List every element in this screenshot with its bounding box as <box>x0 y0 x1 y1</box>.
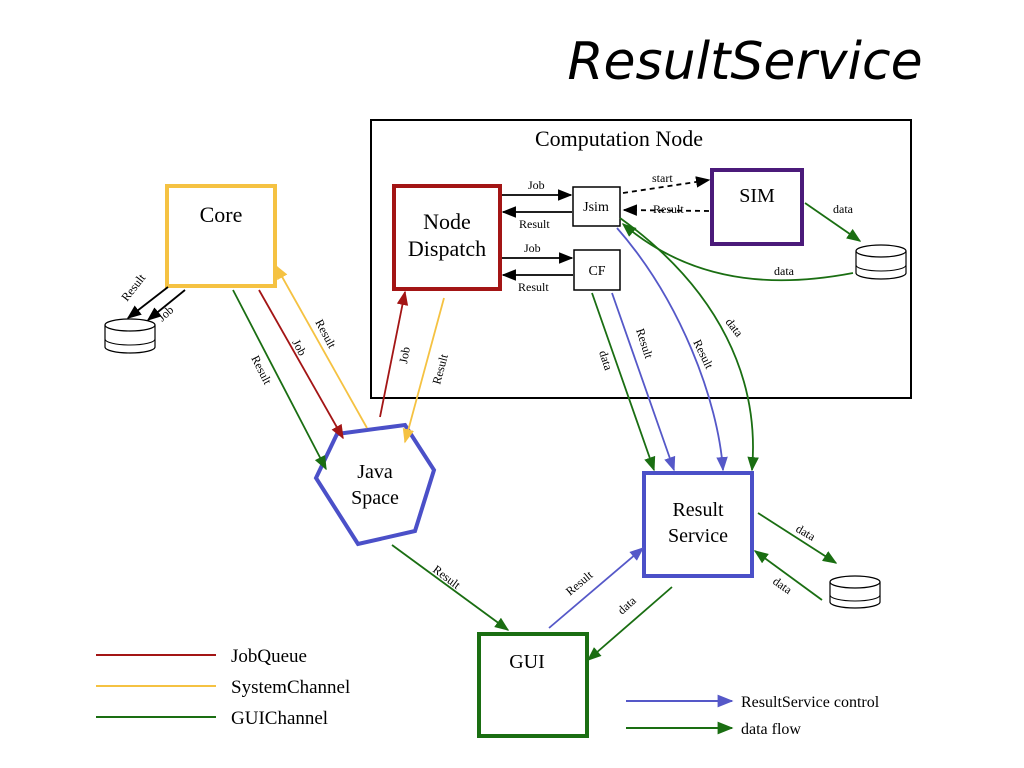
computation-node-box <box>370 119 912 399</box>
result-label: Result <box>312 317 339 351</box>
result-label: Result <box>429 352 451 386</box>
legend-systemchannel-label: SystemChannel <box>231 677 350 698</box>
gui-label: GUI <box>509 651 545 673</box>
job-label: Job <box>524 241 541 255</box>
job-label: Job <box>528 178 545 192</box>
node-dispatch-box <box>392 184 502 291</box>
data-label: data <box>794 521 819 543</box>
core-job-to-db-arrow <box>146 289 186 321</box>
cf-data-to-resultservice-arrow <box>591 292 656 472</box>
core-job-to-javaspace-arrow <box>258 289 344 440</box>
jsim-box <box>572 186 621 227</box>
core-result-to-db-arrow <box>126 286 169 319</box>
data-label: data <box>615 593 640 617</box>
java-space-label-2: Space <box>351 487 399 509</box>
result-service-box <box>642 471 754 578</box>
start-label: start <box>652 171 673 185</box>
node-dispatch-label-1: Node <box>423 209 471 234</box>
db-data-to-jsim-arrow <box>621 223 854 282</box>
data-label: data <box>596 349 616 373</box>
result-label: Result <box>118 271 148 304</box>
result-label: Result <box>563 567 596 598</box>
core-box <box>165 184 277 288</box>
job-label: Job <box>155 303 177 325</box>
node-dispatch-label-2: Dispatch <box>408 236 486 261</box>
java-space-hexagon <box>313 422 437 547</box>
database-icon <box>829 575 881 609</box>
legend-dataflow-label: data flow <box>741 721 801 738</box>
legend-resultservice-control-label: ResultService control <box>741 694 880 711</box>
resultservice-data-to-db-arrow <box>757 512 838 564</box>
cf-box <box>573 249 621 291</box>
result-service-label-1: Result <box>672 499 724 521</box>
gui-result-to-resultservice-arrow <box>548 547 645 629</box>
jsim-start-sim-arrow <box>622 176 711 194</box>
resultservice-data-to-gui-arrow <box>586 586 673 661</box>
sim-label: SIM <box>739 185 775 207</box>
result-service-label-2: Service <box>668 525 728 547</box>
sim-data-to-db-arrow <box>804 202 862 242</box>
dispatch-result-to-javaspace-arrow <box>402 297 445 444</box>
result-label: Result <box>519 217 550 231</box>
gui-box <box>477 632 589 738</box>
job-label: Job <box>289 337 309 358</box>
database-icon <box>104 318 156 354</box>
core-result-to-javaspace-arrow <box>232 289 327 471</box>
computation-node-label: Computation Node <box>535 126 703 151</box>
javaspace-result-to-core-arrow <box>275 264 368 429</box>
cf-label: CF <box>588 264 605 279</box>
legend-guichannel-label: GUIChannel <box>231 708 328 729</box>
legend-jobqueue-label: JobQueue <box>231 646 307 667</box>
data-label: data <box>833 202 854 216</box>
result-label: Result <box>518 280 549 294</box>
javaspace-result-to-gui-arrow <box>391 544 510 631</box>
result-label: Result <box>633 327 656 361</box>
jsim-data-to-resultservice-arrow <box>619 217 759 472</box>
jsim-result-to-resultservice-arrow <box>616 227 728 472</box>
job-label: Job <box>396 346 413 365</box>
db-data-to-resultservice-arrow <box>753 550 823 601</box>
database-icon <box>855 244 907 280</box>
cf-result-to-resultservice-arrow <box>611 292 676 472</box>
result-label: Result <box>653 202 684 216</box>
sim-box <box>710 168 804 246</box>
page-title: ResultService <box>567 32 923 92</box>
jsim-label: Jsim <box>583 200 609 215</box>
result-label: Result <box>248 353 275 387</box>
java-space-label-1: Java <box>357 461 393 483</box>
data-label: data <box>774 264 795 278</box>
core-label: Core <box>200 202 243 227</box>
javaspace-job-to-dispatch-arrow <box>379 290 409 418</box>
